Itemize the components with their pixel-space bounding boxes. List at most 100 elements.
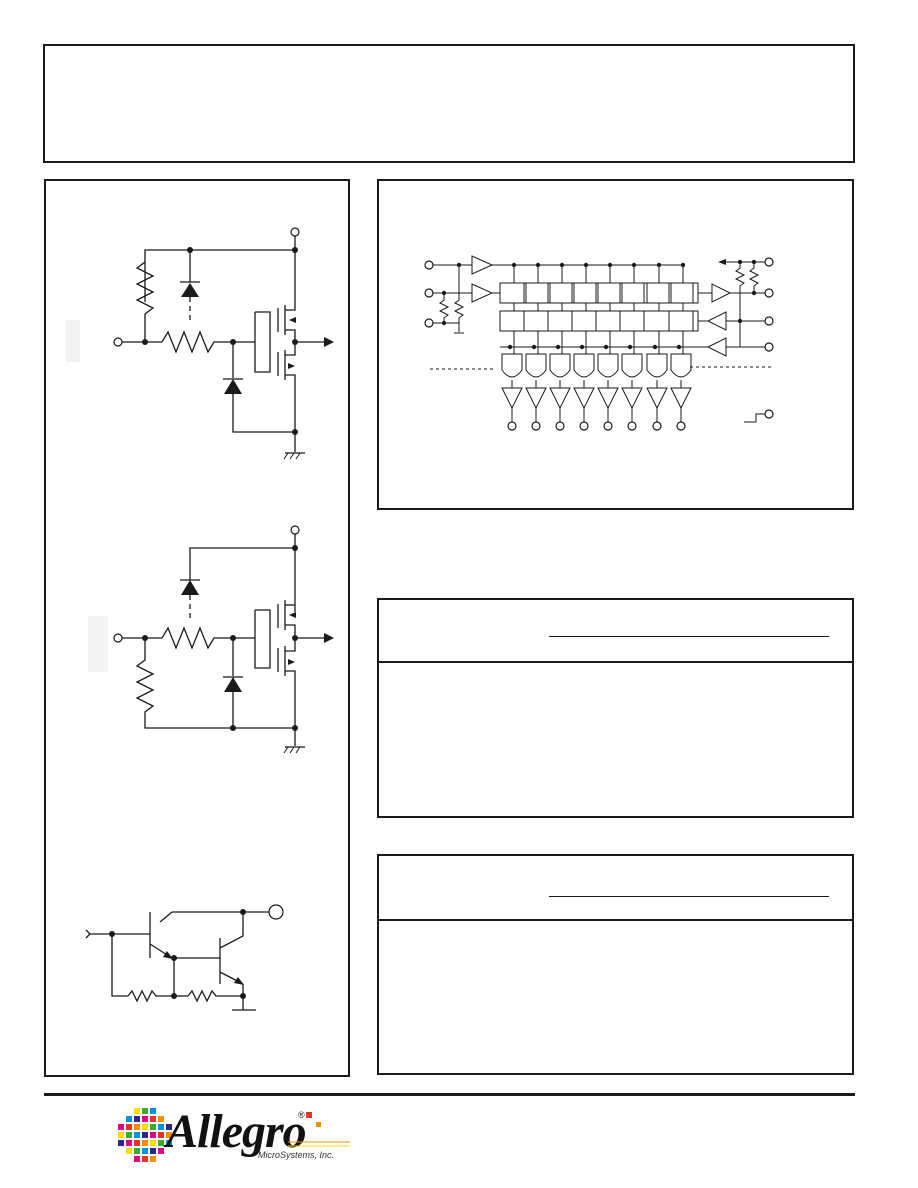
buffer-icon xyxy=(501,387,523,410)
logo-subtitle: MicroSystems, Inc. xyxy=(258,1150,335,1160)
npn-transistor-icon xyxy=(219,912,244,985)
diode-icon xyxy=(181,283,199,297)
input-circuit-a xyxy=(66,227,334,460)
logo-pixel xyxy=(150,1124,156,1130)
buffer-icon xyxy=(471,283,494,303)
logo-pixel xyxy=(158,1148,164,1154)
logo-pixel xyxy=(150,1156,156,1162)
logo-pixel xyxy=(126,1140,132,1146)
mosfet-icon xyxy=(254,600,296,728)
terminal-icon xyxy=(764,409,774,419)
logo-pixel xyxy=(118,1132,124,1138)
resistor-icon xyxy=(135,261,155,342)
logo-pixel xyxy=(126,1116,132,1122)
and-gate-icon xyxy=(621,353,643,378)
logo-pixel xyxy=(166,1140,172,1146)
logo-pixel xyxy=(158,1140,164,1146)
equivalent-circuits-panel xyxy=(44,179,350,1077)
and-gate-icon xyxy=(646,353,668,378)
buffer-icon xyxy=(711,283,732,303)
mosfet-icon xyxy=(254,300,296,432)
logo-pixel xyxy=(126,1148,132,1154)
resistor-icon xyxy=(161,330,255,354)
and-gate-icon xyxy=(670,353,692,378)
allegro-logo: Allegro ® MicroSystems, Inc. xyxy=(112,1102,362,1172)
logo-pixel xyxy=(126,1124,132,1130)
logo-pixel xyxy=(134,1148,140,1154)
terminal-icon xyxy=(627,421,637,431)
logo-pixel xyxy=(158,1116,164,1122)
resistor-icon xyxy=(127,989,174,1003)
terminal-icon xyxy=(507,421,517,431)
logo-pixel xyxy=(134,1108,140,1114)
logo-word: Allegro xyxy=(166,1105,307,1158)
terminal-icon xyxy=(764,288,774,298)
resistor-icon xyxy=(135,638,295,729)
terminal-icon xyxy=(424,318,434,328)
and-gate-icon xyxy=(501,353,523,378)
logo-pixel xyxy=(142,1140,148,1146)
logo-pixel xyxy=(134,1156,140,1162)
terminal-icon xyxy=(555,421,565,431)
table-2 xyxy=(377,854,854,1075)
table-1-separator xyxy=(379,661,852,663)
logo-pixel xyxy=(134,1140,140,1146)
logo-pixel xyxy=(166,1124,172,1130)
buffer-icon xyxy=(471,255,494,275)
and-gate-icon xyxy=(525,353,547,378)
logo-pixel xyxy=(150,1140,156,1146)
buffer-icon xyxy=(525,387,547,410)
logo-pixel xyxy=(142,1132,148,1138)
block-diagram xyxy=(424,255,774,431)
terminal-icon xyxy=(579,421,589,431)
functional-block-diagram-panel xyxy=(377,179,854,510)
logo-pixel xyxy=(118,1140,124,1146)
buffer-icon xyxy=(573,387,595,410)
logo-pixel xyxy=(142,1108,148,1114)
buffer-icon xyxy=(706,311,727,331)
table-1 xyxy=(377,598,854,818)
diode-icon xyxy=(181,580,199,595)
terminal-icon xyxy=(652,421,662,431)
ground-icon xyxy=(283,452,305,460)
logo-pixel xyxy=(150,1108,156,1114)
terminal-icon xyxy=(676,421,686,431)
footer-rule xyxy=(44,1093,855,1096)
buffer-icon xyxy=(706,337,727,357)
table-1-header-rule xyxy=(549,636,829,637)
logo-pixel xyxy=(158,1132,164,1138)
resistor-icon xyxy=(161,626,255,650)
table-2-separator xyxy=(379,919,852,921)
logo-pixel xyxy=(166,1132,172,1138)
terminal-icon xyxy=(531,421,541,431)
header-box xyxy=(43,44,855,163)
shift-register xyxy=(499,282,699,304)
and-gate-icon xyxy=(549,353,571,378)
logo-pixel xyxy=(142,1116,148,1122)
buffer-icon xyxy=(597,387,619,410)
logo-registered-mark: ® xyxy=(298,1110,305,1120)
logo-pixel xyxy=(134,1116,140,1122)
logo-pixel xyxy=(142,1148,148,1154)
diode-icon xyxy=(224,379,242,394)
terminal-icon xyxy=(603,421,613,431)
logo-accent-lines xyxy=(288,1112,350,1147)
logo-pixel xyxy=(150,1148,156,1154)
logo-pixel xyxy=(158,1124,164,1130)
buffer-icon xyxy=(621,387,643,410)
logo-pixel xyxy=(150,1132,156,1138)
terminal-icon xyxy=(764,257,774,267)
logo-pixel xyxy=(134,1124,140,1130)
table-2-header-rule xyxy=(549,896,829,897)
logo-pixel xyxy=(150,1116,156,1122)
and-gate-icon xyxy=(573,353,595,378)
terminal-icon xyxy=(424,260,434,270)
buffer-icon xyxy=(670,387,692,410)
logo-pixel xyxy=(118,1124,124,1130)
ground-icon xyxy=(283,746,305,754)
resistor-icon xyxy=(187,989,243,1003)
buffer-icon xyxy=(646,387,668,410)
terminal-icon xyxy=(764,316,774,326)
